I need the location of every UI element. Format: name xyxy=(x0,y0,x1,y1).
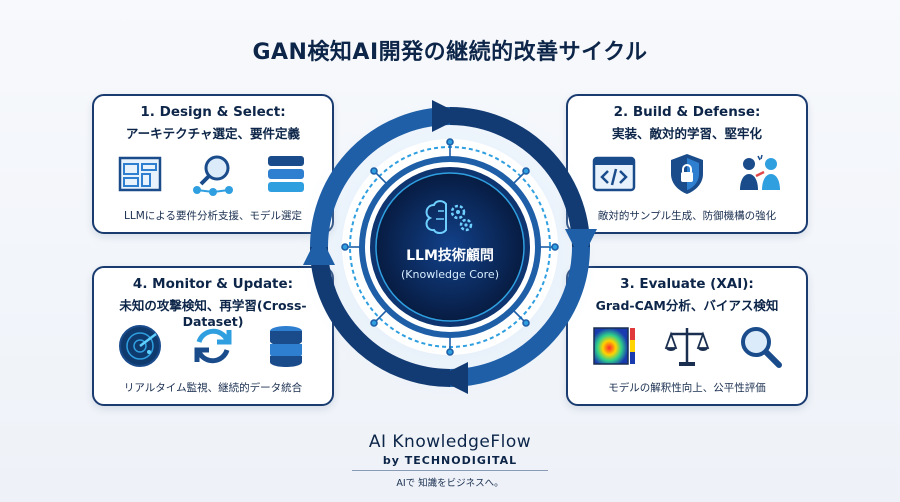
step-heading: 4. Monitor & Update: xyxy=(132,276,294,292)
step-footer: 敵対的サンプル生成、防御機構の強化 xyxy=(597,210,777,222)
core-subtitle: (Knowledge Core) xyxy=(401,268,499,281)
step-subheading: アーキテクチャ選定、要件定義 xyxy=(125,126,301,141)
step-card-design-select: 1. Design & Select: アーキテクチャ選定、要件定義 LLMによ… xyxy=(92,94,334,234)
brand-byline: by TECHNODIGITAL xyxy=(382,454,518,467)
balance-scale-icon xyxy=(663,322,711,370)
step-subheading: Grad-CAM分析、バイアス検知 xyxy=(595,298,779,313)
step-card-evaluate-xai: 3. Evaluate (XAI): Grad-CAM分析、バイアス検知 モデル… xyxy=(566,266,808,406)
shield-lock-icon xyxy=(663,150,711,198)
step-subheading: 未知の攻撃検知、再学習(Cross-Dataset) xyxy=(119,298,307,329)
people-sparring-icon xyxy=(736,150,784,198)
database-cylinders-icon xyxy=(262,322,310,370)
core-disc xyxy=(375,172,525,322)
page-title: GAN検知AI開発の継続的改善サイクル xyxy=(252,40,648,65)
step-heading: 1. Design & Select: xyxy=(140,104,286,120)
code-window-icon xyxy=(590,150,638,198)
brand-name: AI KnowledgeFlow xyxy=(368,432,532,452)
database-stack-icon xyxy=(262,150,310,198)
cycle-arrows xyxy=(310,107,590,387)
step-heading: 3. Evaluate (XAI): xyxy=(620,276,754,292)
brain-gear-icon xyxy=(425,200,473,234)
radar-icon xyxy=(116,322,164,370)
arrow-heads xyxy=(303,100,597,394)
brand-divider xyxy=(352,470,548,471)
step-footer: リアルタイム監視、継続的データ統合 xyxy=(123,382,303,394)
step-card-build-defense: 2. Build & Defense: 実装、敵対的学習、堅牢化 敵対的サンプル… xyxy=(566,94,808,234)
cycle-diagram: LLM技術顧問 (Knowledge Core) xyxy=(300,97,600,397)
step-footer: LLMによる要件分析支援、モデル選定 xyxy=(124,210,302,222)
search-network-icon xyxy=(189,150,237,198)
step-footer: モデルの解釈性向上、公平性評価 xyxy=(608,382,766,394)
step-heading: 2. Build & Defense: xyxy=(613,104,761,120)
blueprint-icon xyxy=(116,150,164,198)
step-card-monitor-update: 4. Monitor & Update: 未知の攻撃検知、再学習(Cross-D… xyxy=(92,266,334,406)
refresh-cycle-icon xyxy=(189,322,237,370)
brand-tagline: AIで 知識をビジネスへ。 xyxy=(396,478,504,489)
circuit-spokes xyxy=(341,138,559,356)
heatmap-icon xyxy=(590,322,638,370)
magnifier-icon xyxy=(736,322,784,370)
core-title: LLM技術顧問 xyxy=(406,247,494,264)
step-subheading: 実装、敵対的学習、堅牢化 xyxy=(611,126,762,141)
